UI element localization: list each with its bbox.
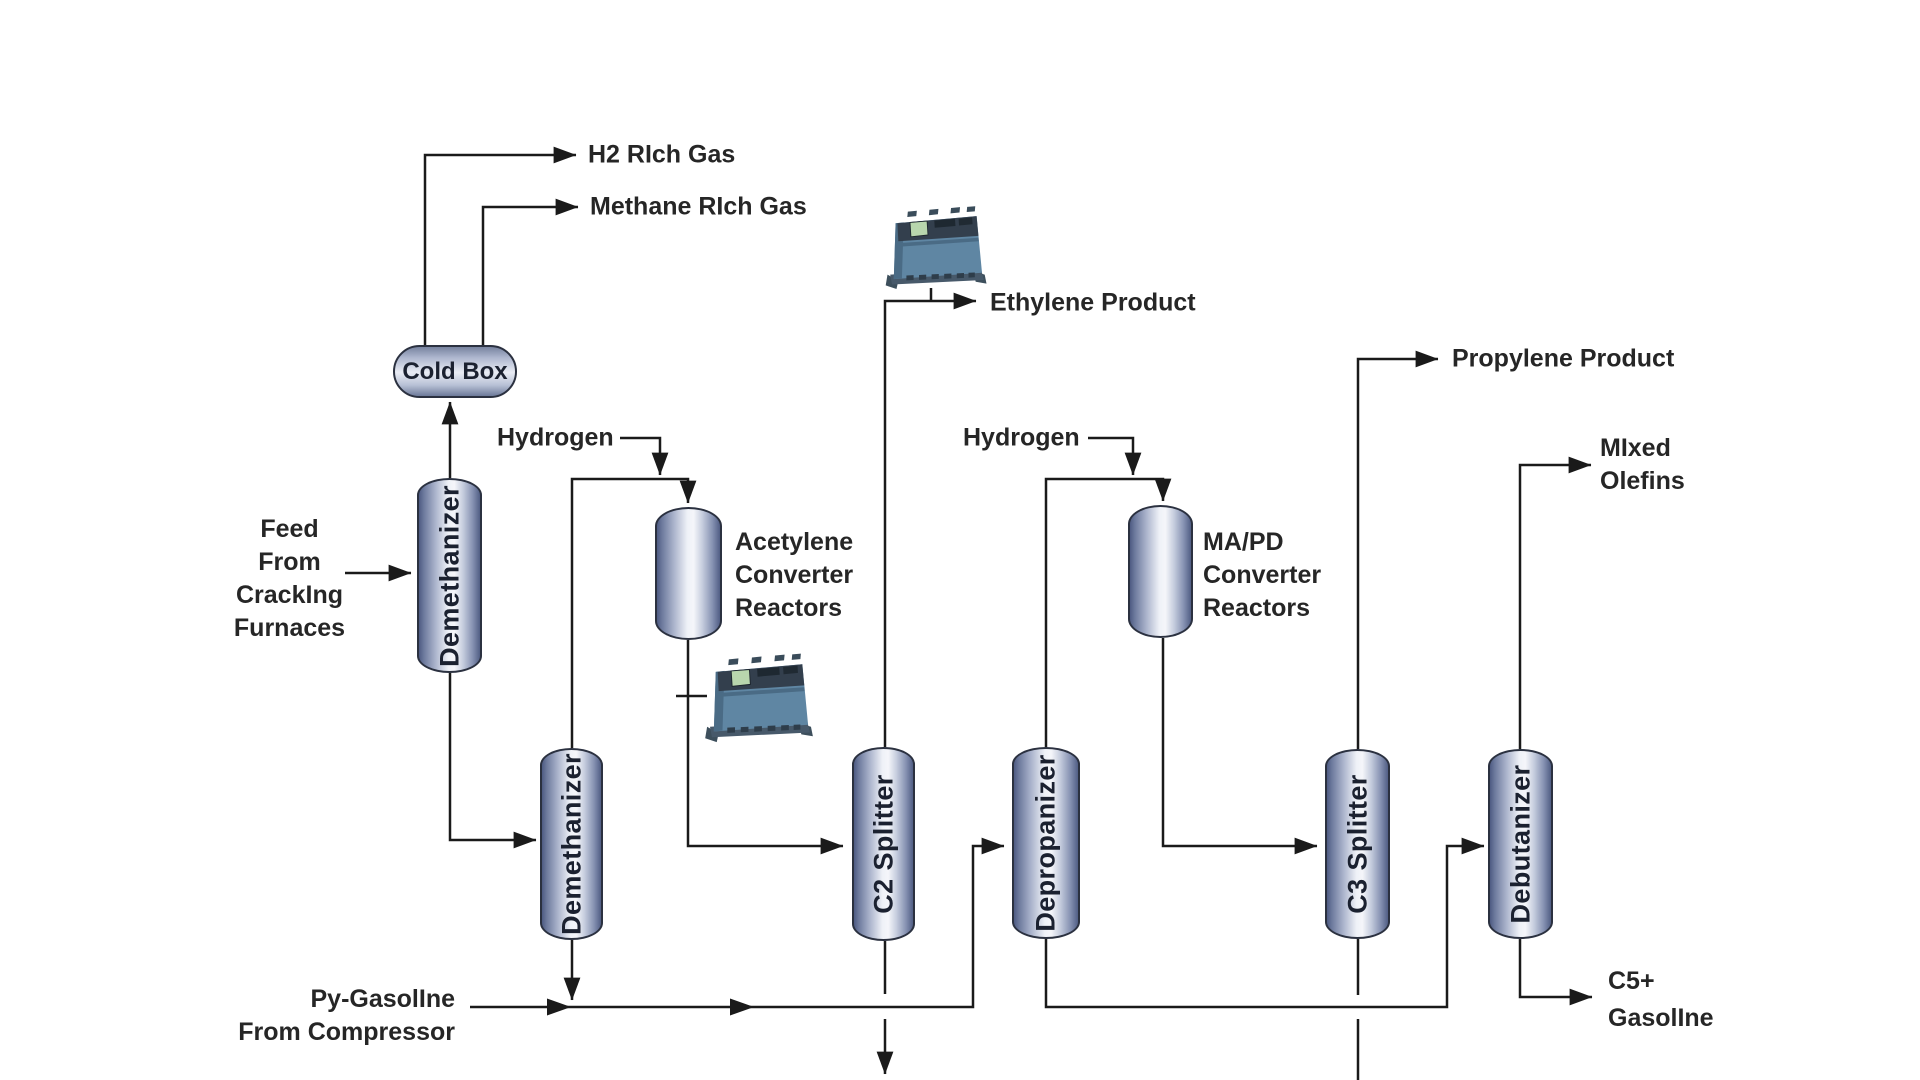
feed-from-cracking-furnaces-label: Feed From CrackIng Furnaces	[233, 515, 346, 642]
c5-gasoline-label: C5+ GasolIne	[1608, 967, 1714, 1032]
debutanizer-bottoms-line	[1518, 939, 1593, 1006]
hydrogen1-line	[620, 436, 669, 476]
mixed-olefins-label: MIxed Olefins	[1600, 434, 1685, 495]
py-gasoline-flow-arrowhead	[730, 998, 754, 1016]
py-gasoline-flow-arrowhead	[547, 998, 571, 1016]
gas-analyzer-icon	[704, 653, 814, 743]
c3-splitter-overhead-line	[1356, 350, 1439, 749]
debutanizer-column: Debutanizer	[1488, 749, 1553, 939]
c2-splitter-column: C2 Splitter	[852, 747, 915, 941]
methane-rich-gas-line	[481, 198, 579, 345]
demethanizer-1-column: Demethanizer	[417, 478, 482, 673]
demethanizer-1-label: Demethanizer	[434, 484, 464, 667]
depropanizer-label: Depropanizer	[1030, 754, 1061, 932]
debutanizer-overhead-line	[1518, 456, 1592, 749]
hydrogen2-line	[1088, 436, 1142, 476]
demethanizer-2-label: Demethanizer	[556, 753, 586, 935]
c2-splitter-label: C2 Splitter	[868, 774, 898, 914]
propylene-product-label: Propylene Product	[1452, 344, 1675, 373]
cold-box-label: Cold Box	[402, 357, 508, 385]
gas-analyzer-icon	[885, 205, 987, 290]
mapd-converter-outlet-line	[1161, 638, 1318, 855]
acetylene-converter-outlet-line	[686, 640, 844, 855]
c3-splitter-label: C3 Splitter	[1342, 774, 1372, 914]
hydrogen-1-label: Hydrogen	[497, 423, 614, 452]
py-gasoline-label: Py-GasolIne From Compressor	[238, 985, 455, 1046]
depropanizer-bottoms-line	[1044, 837, 1485, 1009]
hydrogen-2-label: Hydrogen	[963, 423, 1080, 452]
c2-splitter-overhead-line	[883, 292, 977, 747]
h2-rich-gas-line	[423, 146, 577, 345]
c3-splitter-column: C3 Splitter	[1325, 749, 1390, 939]
h2-rich-gas-label: H2 RIch Gas	[588, 140, 736, 169]
mapd-converter-vessel	[1128, 505, 1193, 638]
acetylene-converter-vessel	[655, 507, 722, 640]
ethylene-product-label: Ethylene Product	[990, 288, 1196, 317]
depropanizer-overhead-line	[1044, 477, 1172, 747]
demethanizer1-bottoms-line	[448, 673, 537, 849]
demethanizer-2-column: Demethanizer	[540, 748, 603, 940]
acetylene-converter-reactors-label: Acetylene Converter Reactors	[735, 528, 854, 622]
debutanizer-label: Debutanizer	[1505, 764, 1535, 924]
demethanizer2-overhead-line	[570, 477, 697, 748]
py-gasoline-line	[470, 837, 1005, 1009]
mapd-converter-reactors-label: MA/PD Converter Reactors	[1203, 528, 1322, 622]
cold-box-unit: Cold Box	[393, 345, 517, 398]
methane-rich-gas-label: Methane RIch Gas	[590, 192, 807, 221]
depropanizer-column: Depropanizer	[1012, 747, 1080, 939]
